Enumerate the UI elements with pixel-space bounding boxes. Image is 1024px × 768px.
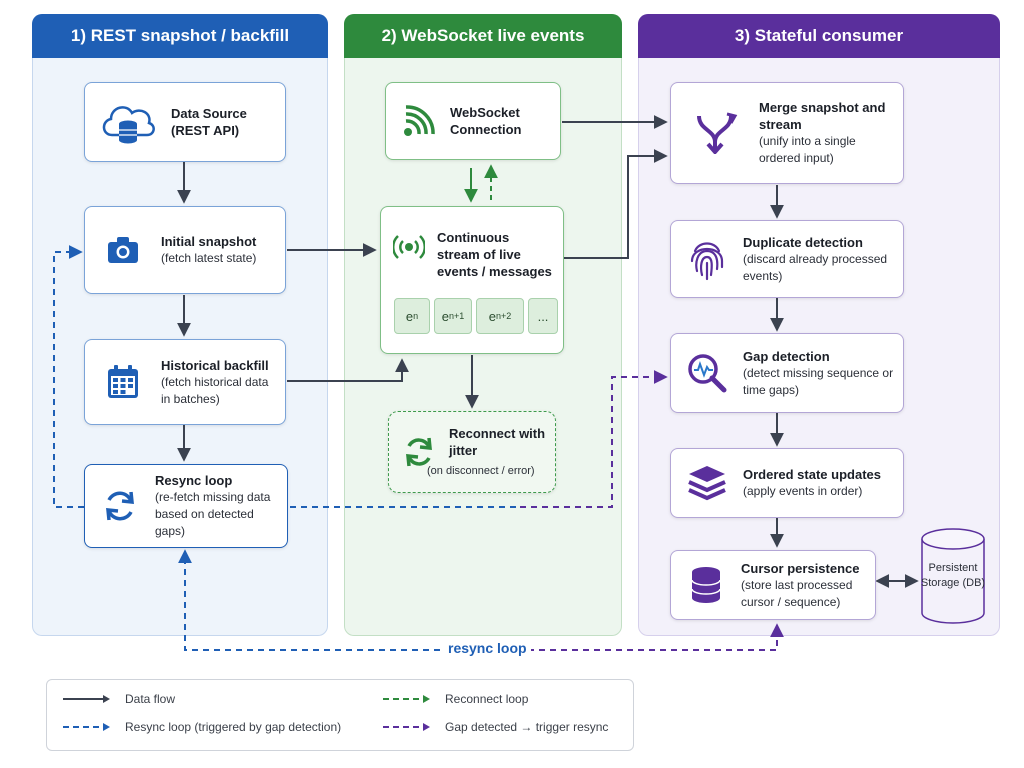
gap-subtitle: (detect missing sequence or time gaps) <box>743 365 894 397</box>
magnifier-pulse-icon <box>671 352 743 394</box>
rest-column-header: 1) REST snapshot / backfill <box>32 14 328 58</box>
cursor-title: Cursor persistence <box>741 560 860 576</box>
legend-resync: Resync loop (triggered by gap detection) <box>63 720 341 734</box>
solid-arrow-icon <box>63 695 110 703</box>
backfill-subtitle: (fetch historical data in batches) <box>161 374 269 406</box>
historical-backfill-node[interactable]: Historical backfill (fetch historical da… <box>84 339 286 425</box>
legend-gap: Gap detected → trigger resync <box>383 720 608 734</box>
calendar-icon <box>85 364 161 400</box>
refresh-icon <box>85 487 155 525</box>
merge-arrows-icon <box>671 112 759 154</box>
backfill-title: Historical backfill <box>161 357 269 373</box>
gap-detection-node[interactable]: Gap detection (detect missing sequence o… <box>670 333 904 413</box>
gap-title: Gap detection <box>743 348 830 364</box>
reconnect-node[interactable]: Reconnect with jitter (on disconnect / e… <box>388 411 556 493</box>
purple-dashed-arrow-icon <box>383 723 430 731</box>
resync-loop-label: resync loop <box>444 640 531 656</box>
legend: Data flow Resync loop (triggered by gap … <box>46 679 634 751</box>
storage-label: Persistent Storage (DB) <box>920 562 986 589</box>
snapshot-title: Initial snapshot <box>161 234 257 249</box>
ordered-title: Ordered state updates <box>743 467 881 482</box>
data-source-title: Data Source <box>171 106 247 121</box>
gap-detected-signal <box>520 370 668 508</box>
fingerprint-icon <box>671 237 743 281</box>
websocket-connection-node[interactable]: WebSocket Connection <box>385 82 561 160</box>
duplicate-detection-node[interactable]: Duplicate detection (discard already pro… <box>670 220 904 298</box>
blue-dashed-arrow-icon <box>63 723 110 731</box>
data-source-subtitle: (REST API) <box>171 123 240 138</box>
cursor-subtitle: (store last processed cursor / sequence) <box>741 577 853 609</box>
reconnect-title: Reconnect with jitter <box>449 425 546 458</box>
cycle-arrows-icon <box>389 434 449 470</box>
initial-snapshot-node[interactable]: Initial snapshot (fetch latest state) <box>84 206 286 294</box>
cloud-database-icon <box>85 99 171 145</box>
persistent-storage[interactable]: Persistent Storage (DB) <box>920 527 986 625</box>
broadcast-icon <box>381 233 437 261</box>
ordered-updates-node[interactable]: Ordered state updates (apply events in o… <box>670 448 904 518</box>
bottom-resync-loop-blue <box>178 549 440 651</box>
database-icon <box>671 566 741 604</box>
camera-icon <box>85 235 161 265</box>
merge-node[interactable]: Merge snapshot and stream (unify into a … <box>670 82 904 184</box>
reconnect-subtitle: (on disconnect / error) <box>427 464 535 477</box>
event-chip-ellipsis: ... <box>528 298 558 334</box>
legend-reconnect: Reconnect loop <box>383 692 528 706</box>
websocket-column-header: 2) WebSocket live events <box>344 14 622 58</box>
merge-subtitle: (unify into a single ordered input) <box>759 134 856 165</box>
resync-subtitle: (re-fetch missing data based on detected… <box>155 490 271 538</box>
resync-loop-node[interactable]: Resync loop (re-fetch missing data based… <box>84 464 288 548</box>
data-source-node[interactable]: Data Source (REST API) <box>84 82 286 162</box>
cursor-persistence-node[interactable]: Cursor persistence (store last processed… <box>670 550 876 620</box>
ordered-subtitle: (apply events in order) <box>743 484 863 498</box>
stream-title: Continuous stream of live events / messa… <box>437 230 552 279</box>
resync-title: Resync loop <box>155 473 233 488</box>
signal-icon <box>386 103 450 139</box>
legend-data-flow: Data flow <box>63 692 175 706</box>
snapshot-subtitle: (fetch latest state) <box>161 251 257 265</box>
bottom-resync-loop-purple <box>528 623 784 651</box>
connection-title: WebSocket Connection <box>450 105 522 137</box>
arrow-stream-to-merge <box>562 149 668 259</box>
layers-icon <box>671 463 743 503</box>
resync-loop-to-snapshot <box>53 245 84 508</box>
consumer-column-header: 3) Stateful consumer <box>638 14 1000 58</box>
merge-title: Merge snapshot and stream <box>759 100 886 132</box>
duplicate-subtitle: (discard already processed events) <box>743 251 888 283</box>
duplicate-title: Duplicate detection <box>743 234 863 250</box>
green-dashed-arrow-icon <box>383 695 430 703</box>
arrow-backfill-to-stream <box>287 358 409 382</box>
